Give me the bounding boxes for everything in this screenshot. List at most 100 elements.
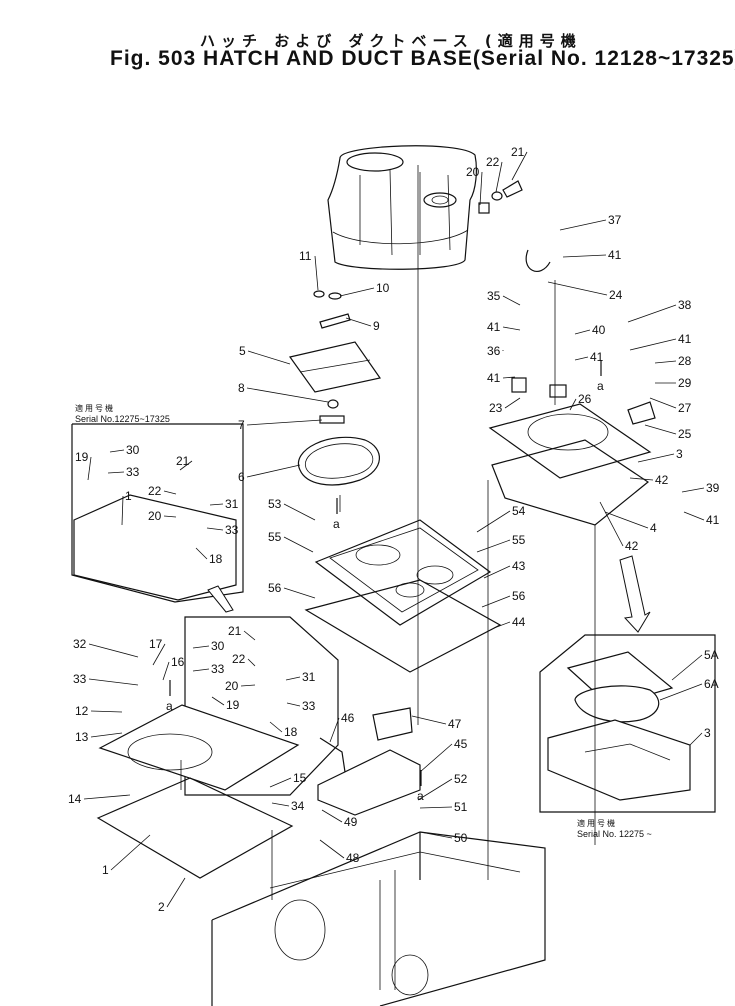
leader-line-33 [206,527,224,531]
leader-line-50 [419,831,453,839]
view-marker-a: a [333,517,340,531]
leader-line-14 [83,794,131,800]
leader-line-1 [121,495,124,526]
part-label-23: 23 [489,401,503,415]
part-label-41: 41 [678,332,692,346]
part-label-33: 33 [211,662,225,676]
part-label-56: 56 [512,589,526,603]
part-label-24: 24 [609,288,623,302]
leader-line-33 [192,668,210,672]
part-label-41: 41 [706,513,720,527]
part-label-3: 3 [704,726,711,740]
view-marker-a: a [417,789,424,803]
part-label-37: 37 [608,213,622,227]
leader-line-46 [329,717,340,743]
leader-line-41 [502,326,521,331]
inset-right-note: 適用号機 Serial No. 12275 ~ [577,818,652,840]
part-label-4: 4 [650,521,657,535]
leader-line-38 [627,304,677,323]
leader-line-20 [163,515,177,518]
leader-line-22 [495,161,503,193]
hatch-cover-assembly [288,341,382,486]
part-label-54: 54 [512,504,526,518]
part-label-21: 21 [228,624,242,638]
part-label-41: 41 [608,248,622,262]
leader-line-9 [345,317,372,327]
part-label-48: 48 [346,851,360,865]
leader-line-48 [319,839,345,859]
leader-line-12 [90,710,123,713]
inset-frame-top-left [71,423,244,603]
part-label-36: 36 [487,344,501,358]
leader-line-25 [644,424,677,435]
leader-line-17 [152,643,166,666]
part-label-1: 1 [125,489,132,503]
leader-line-18 [269,721,283,733]
leader-line-41 [502,376,516,379]
leader-line-15 [269,777,292,788]
leader-lines [180,165,596,900]
view-marker-a: a [597,379,604,393]
leader-line-8 [246,387,329,403]
part-label-43: 43 [512,559,526,573]
leader-line-30 [109,449,125,453]
part-label-9: 9 [373,319,380,333]
part-label-55: 55 [268,530,282,544]
part-label-33: 33 [126,465,140,479]
leader-line-10 [339,287,375,297]
part-label-33: 33 [73,672,87,686]
part-label-19: 19 [226,698,240,712]
leader-line-56 [481,595,511,608]
part-label-46: 46 [341,711,355,725]
leader-line-45 [419,743,453,773]
inset-right-jp: 適用号機 [577,819,617,828]
part-label-32: 32 [73,637,87,651]
part-label-2: 2 [158,900,165,914]
leader-line-20 [479,171,483,206]
part-label-39: 39 [706,481,720,495]
leader-line-34 [271,802,290,807]
leader-line-21 [179,460,193,471]
part-label-47: 47 [448,717,462,731]
parts-upper-small [313,180,523,329]
part-label-41: 41 [487,320,501,334]
part-label-19: 19 [75,450,89,464]
part-label-51: 51 [454,800,468,814]
part-label-13: 13 [75,730,89,744]
part-label-44: 44 [512,615,526,629]
leader-line-39 [681,487,705,493]
part-label-22: 22 [486,155,500,169]
part-label-6A: 6A [704,677,719,691]
leader-line-44 [493,621,511,629]
leader-line-30 [192,645,210,649]
part-label-25: 25 [678,427,692,441]
lower-duct-parts [317,707,421,816]
right-inset-parts [547,651,691,801]
machine-body-frame [211,831,546,1006]
part-label-35: 35 [487,289,501,303]
part-label-30: 30 [126,443,140,457]
part-label-29: 29 [678,376,692,390]
part-label-53: 53 [268,497,282,511]
leader-line-11 [314,255,319,291]
part-label-10: 10 [376,281,390,295]
part-label-12: 12 [75,704,89,718]
leader-line-49 [321,809,343,823]
part-label-38: 38 [678,298,692,312]
left-hatch-plate [73,494,300,879]
part-label-5A: 5A [704,648,719,662]
part-label-20: 20 [148,509,162,523]
part-label-6: 6 [238,470,245,484]
part-label-11: 11 [299,249,312,263]
part-label-45: 45 [454,737,468,751]
duct-body [327,145,477,270]
part-label-55: 55 [512,533,526,547]
leader-line-19 [87,456,92,481]
arrow-hatched-left [207,585,234,613]
part-label-20: 20 [225,679,239,693]
part-label-26: 26 [578,392,592,406]
part-label-41: 41 [590,350,604,364]
leader-line-26 [569,398,577,411]
